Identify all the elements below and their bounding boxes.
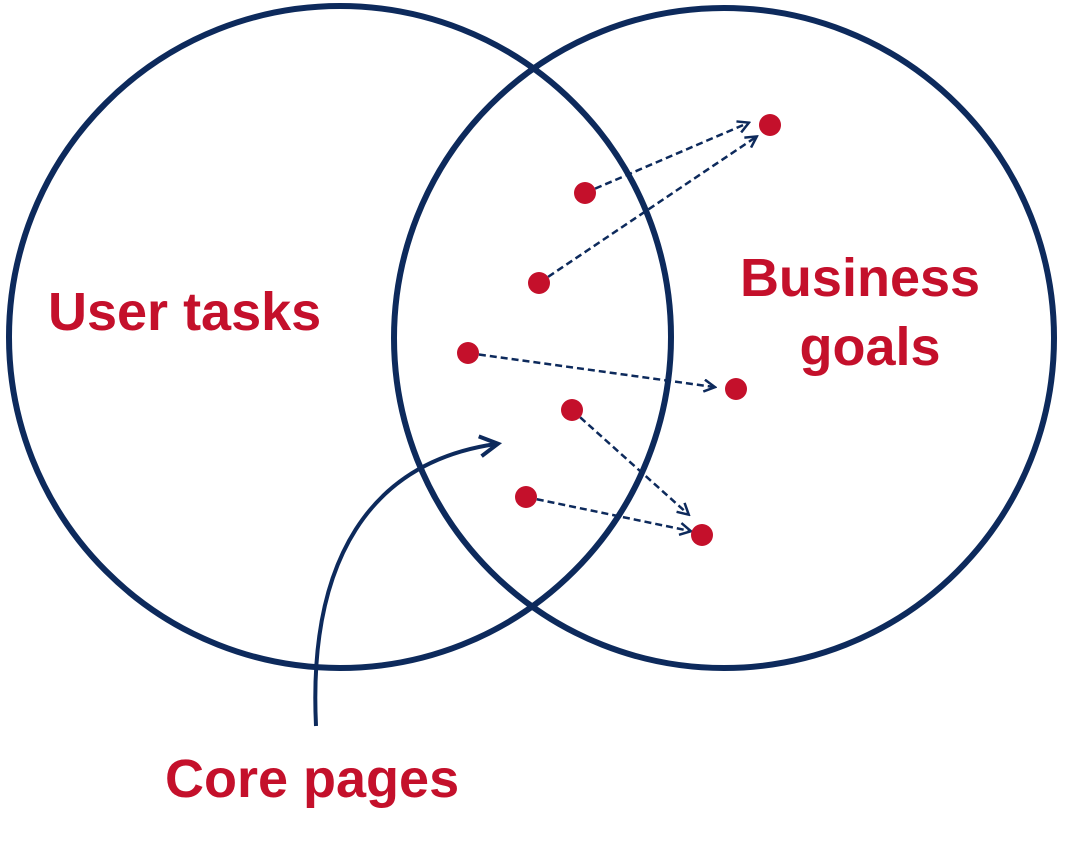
page-dot (561, 399, 583, 421)
mapping-arrow (467, 351, 714, 387)
business-goals-circle (391, 5, 1057, 671)
page-dot (457, 342, 479, 364)
page-dot (528, 272, 550, 294)
user-tasks-circle (6, 3, 674, 671)
callout-arrow (313, 444, 496, 727)
mapping-arrow (584, 123, 748, 195)
page-dot (574, 182, 596, 204)
user-tasks-label: User tasks (48, 282, 321, 342)
business-goals-label-line2: goals (799, 317, 940, 377)
mapping-arrow (571, 409, 688, 514)
mapping-arrow (525, 495, 690, 531)
page-dot (759, 114, 781, 136)
page-dot (691, 524, 713, 546)
page-dot (725, 378, 747, 400)
core-pages-label: Core pages (165, 749, 459, 809)
business-goals-label-line1: Business (740, 248, 980, 308)
page-dot (515, 486, 537, 508)
